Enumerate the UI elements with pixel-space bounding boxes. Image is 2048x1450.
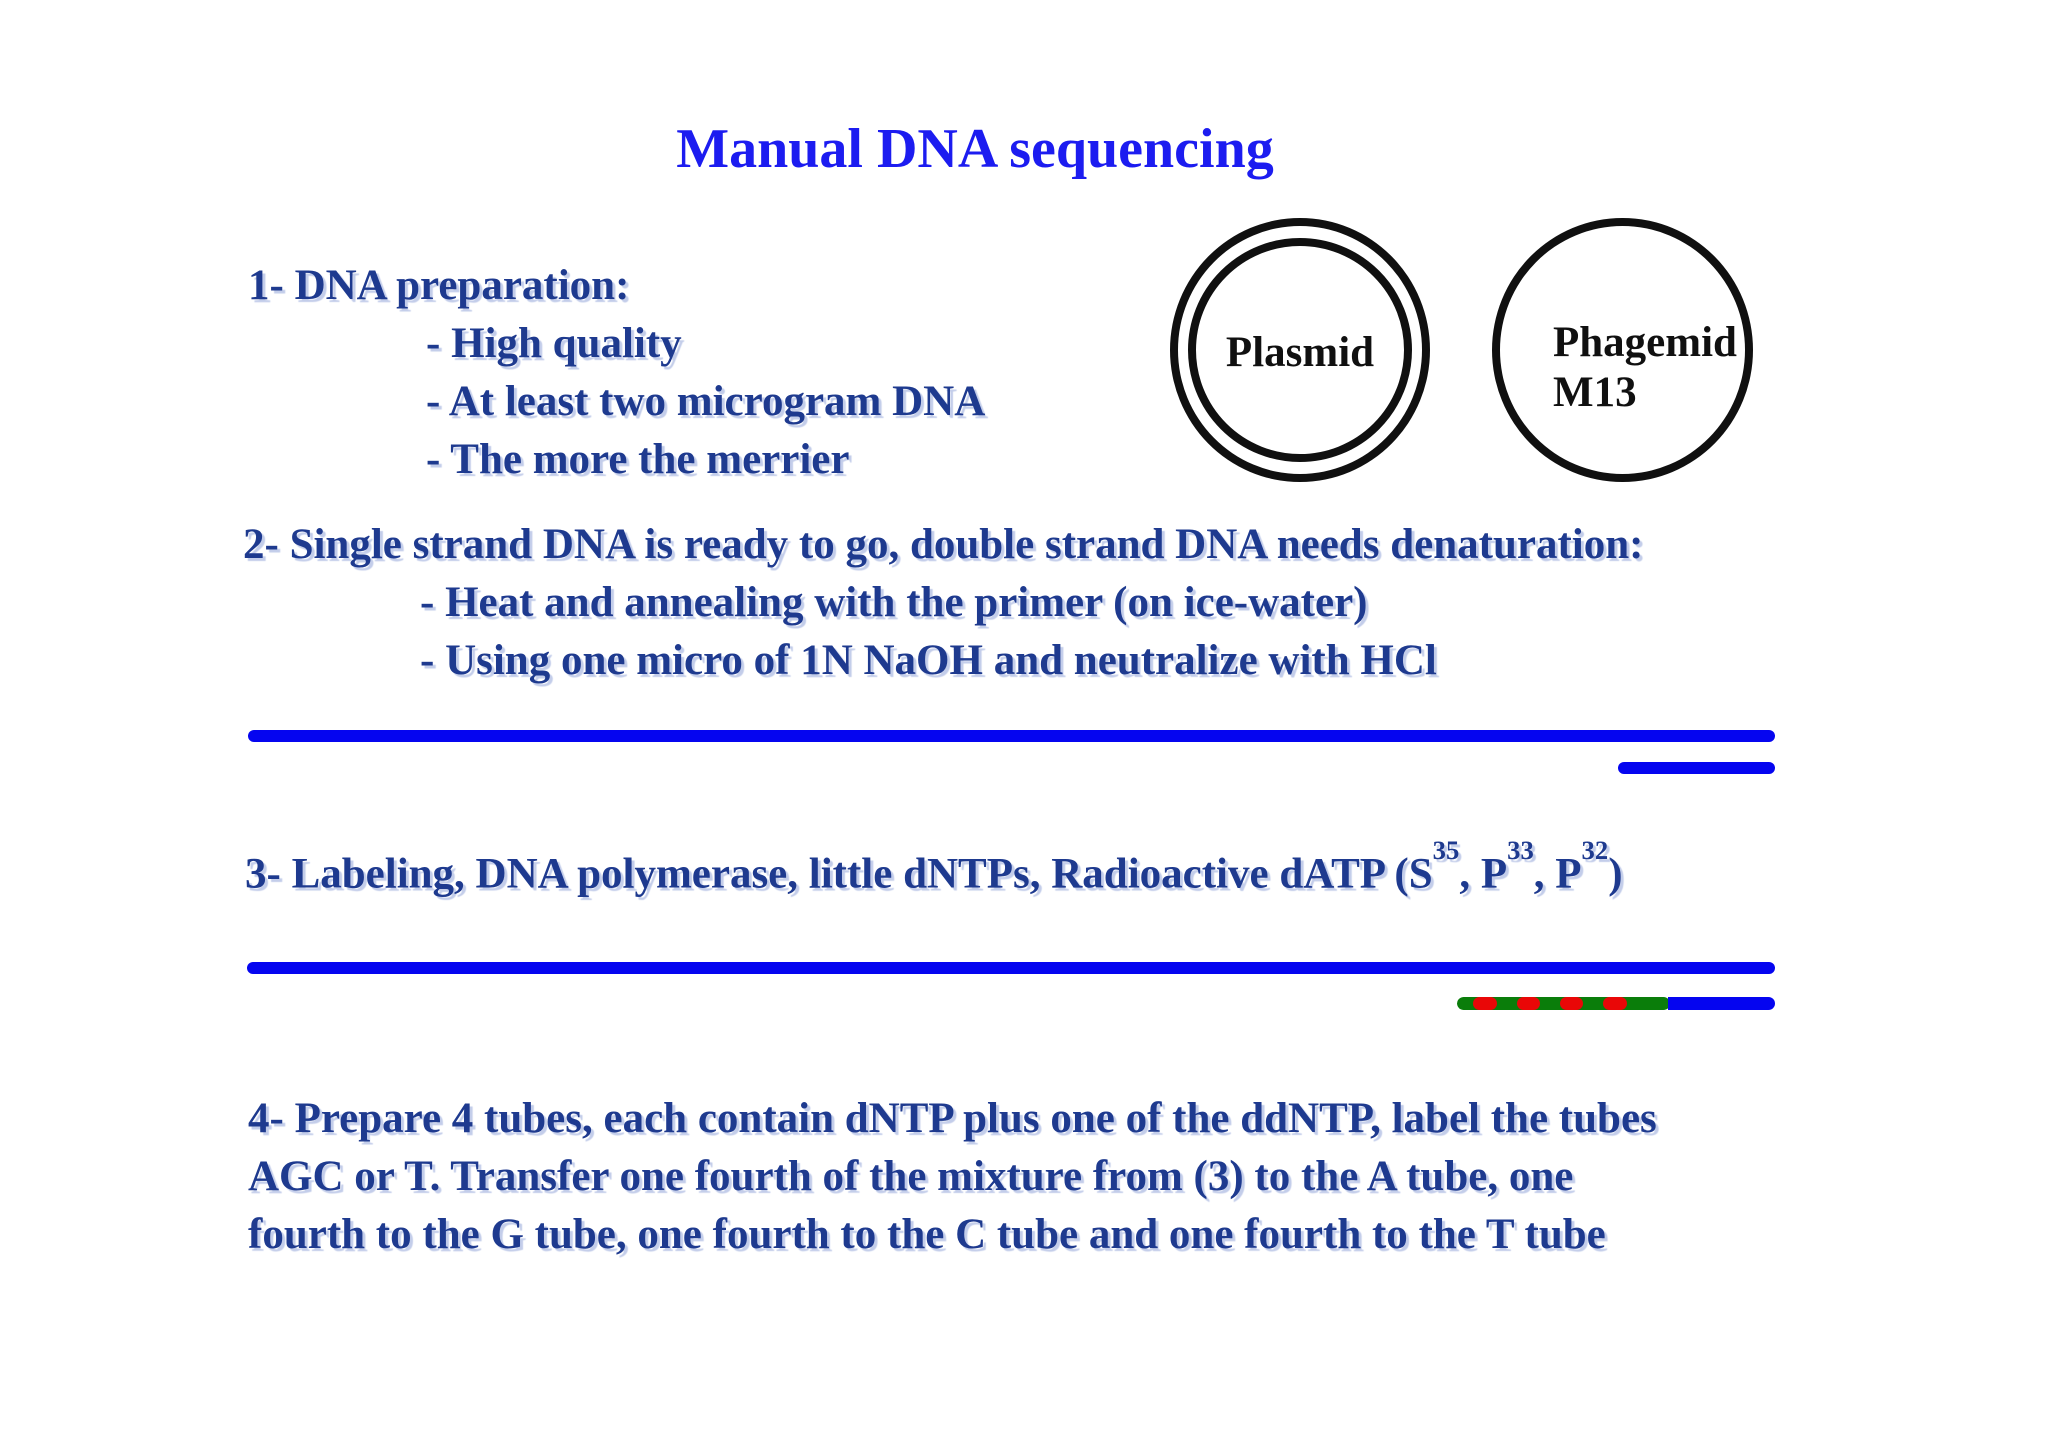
section2-bullet-heat-annealing: - Heat and annealing with the primer (on… xyxy=(420,579,1368,626)
section-four-tubes: 4- Prepare 4 tubes, each contain dNTP pl… xyxy=(248,1090,1657,1264)
section4-line1: 4- Prepare 4 tubes, each contain dNTP pl… xyxy=(248,1095,1657,1142)
section-labeling: 3- Labeling, DNA polymerase, little dNTP… xyxy=(245,834,1623,903)
phagemid-circle xyxy=(1492,218,1753,482)
template-strand-line-2 xyxy=(247,962,1775,974)
section4-line3: fourth to the G tube, one fourth to the … xyxy=(248,1211,1606,1258)
plasmid-inner-circle xyxy=(1188,238,1412,462)
section3-text-mid1: , P xyxy=(1459,850,1508,898)
isotope-p33-superscript: 33 xyxy=(1507,835,1534,866)
slide-title: Manual DNA sequencing xyxy=(676,118,1274,180)
phagemid-label-line1: Phagemid xyxy=(1553,319,1737,366)
template-strand-line xyxy=(248,730,1775,742)
radioactive-dash-icon xyxy=(1517,997,1540,1010)
plasmid-label: Plasmid xyxy=(1225,329,1375,376)
isotope-s35-superscript: 35 xyxy=(1432,835,1460,866)
plasmid-outer-circle xyxy=(1170,218,1430,482)
section2-bullet-naoh: - Using one micro of 1N NaOH and neutral… xyxy=(420,637,1437,684)
isotope-p32-superscript: 32 xyxy=(1581,835,1609,866)
section1-bullet-microgram: - At least two microgram DNA xyxy=(426,378,986,425)
radioactive-dash-icon xyxy=(1560,997,1583,1010)
radioactive-dash-icon xyxy=(1603,997,1627,1010)
section3-text-suffix: ) xyxy=(1608,850,1623,898)
phagemid-label-line2: M13 xyxy=(1553,369,1637,416)
section3-text-prefix: 3- Labeling, DNA polymerase, little dNTP… xyxy=(245,850,1433,898)
section4-line2: AGC or T. Transfer one fourth of the mix… xyxy=(248,1153,1574,1200)
extension-blue-segment xyxy=(1668,997,1775,1010)
section3-text-mid2: , P xyxy=(1533,850,1582,898)
radioactive-dash-icon xyxy=(1473,997,1497,1010)
section-dna-preparation: 1- DNA preparation: - High quality - At … xyxy=(248,257,985,489)
primer-strand-line xyxy=(1618,762,1775,774)
phagemid-label: Phagemid M13 xyxy=(1553,318,1737,418)
section1-heading: 1- DNA preparation: xyxy=(248,262,630,309)
section1-bullet-high-quality: - High quality xyxy=(426,320,682,367)
section2-heading: 2- Single strand DNA is ready to go, dou… xyxy=(243,521,1644,568)
section-denaturation: 2- Single strand DNA is ready to go, dou… xyxy=(243,516,1643,690)
labeled-extension-strand xyxy=(1457,997,1775,1010)
section1-bullet-more-merrier: - The more the merrier xyxy=(426,436,850,483)
